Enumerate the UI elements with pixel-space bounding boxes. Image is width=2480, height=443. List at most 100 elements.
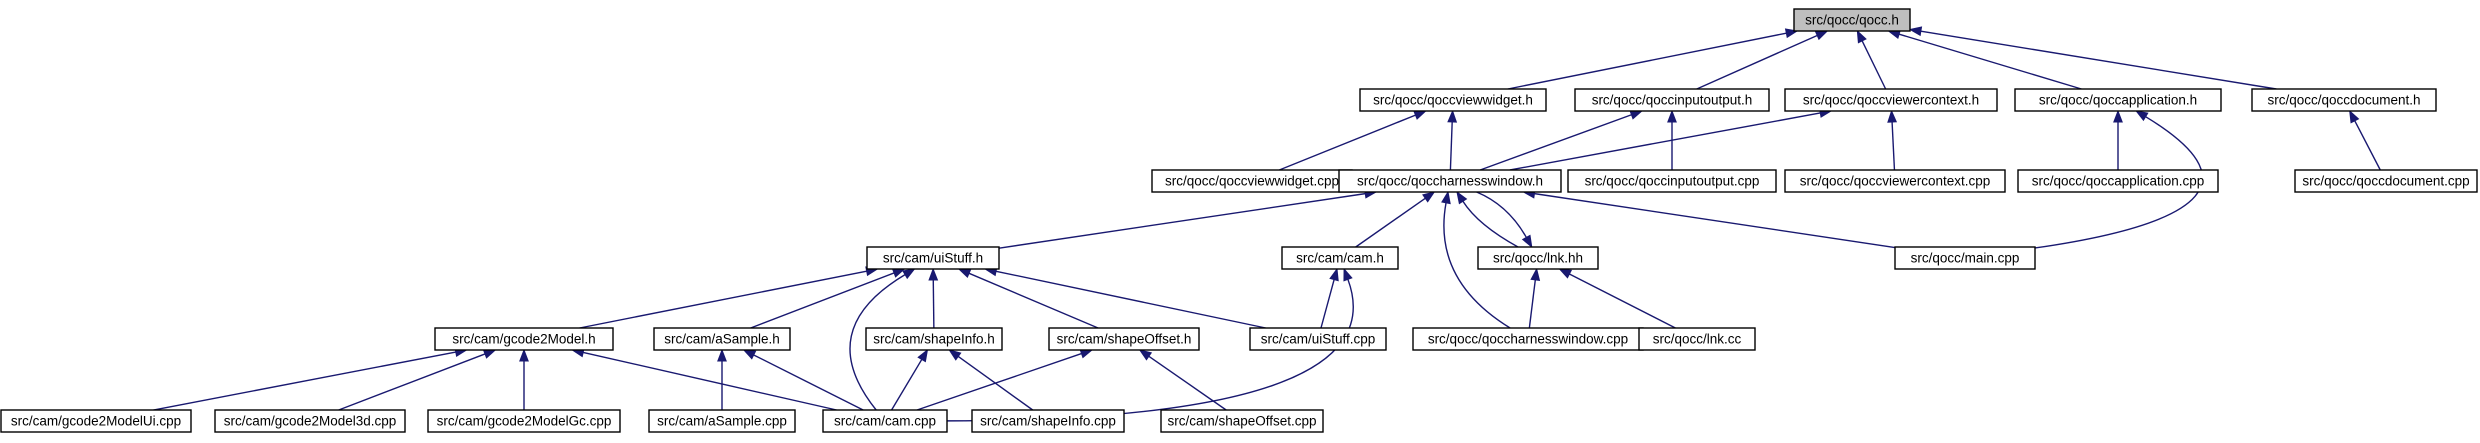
- node-box[interactable]: [2251, 88, 2437, 112]
- node-harness-h[interactable]: src/qocc/qoccharnesswindow.h: [1338, 169, 1562, 193]
- node-application-cpp[interactable]: src/qocc/qoccapplication.cpp: [2017, 169, 2219, 193]
- edge-inputoutput_cpp-to-inputoutput_h: [1667, 109, 1677, 170]
- edge-gcode2modelgc_cpp-to-gcode2model_h: [519, 348, 529, 410]
- node-label: src/cam/gcode2Model.h: [452, 332, 595, 347]
- arrowhead-icon: [482, 349, 497, 359]
- node-label: src/qocc/qoccviewercontext.cpp: [1800, 174, 1991, 189]
- node-lnk-cc[interactable]: src/qocc/lnk.cc: [1638, 327, 1756, 351]
- node-box[interactable]: [648, 409, 796, 433]
- arrowhead-icon: [1413, 110, 1428, 120]
- node-box[interactable]: [434, 327, 614, 351]
- edge-lnk_cc-to-lnk_hh: [1558, 268, 1676, 329]
- node-gcode2model-h[interactable]: src/cam/gcode2Model.h: [434, 327, 614, 351]
- node-application-h[interactable]: src/qocc/qoccapplication.h: [2014, 88, 2222, 112]
- node-cam-h[interactable]: src/cam/cam.h: [1281, 246, 1399, 270]
- node-label: src/qocc/qoccdocument.cpp: [2302, 174, 2469, 189]
- node-box[interactable]: [865, 327, 1003, 351]
- node-label: src/cam/uiStuff.h: [883, 251, 983, 266]
- edge-line: [932, 279, 935, 329]
- node-qocc-h[interactable]: src/qocc/qocc.h: [1793, 8, 1911, 32]
- node-inputoutput-cpp[interactable]: src/qocc/qoccinputoutput.cpp: [1567, 169, 1777, 193]
- node-box[interactable]: [1477, 246, 1599, 270]
- node-gcode2model3d-cpp[interactable]: src/cam/gcode2Model3d.cpp: [214, 409, 406, 433]
- node-label: src/cam/shapeInfo.h: [873, 332, 995, 347]
- node-asample-h[interactable]: src/cam/aSample.h: [653, 327, 791, 351]
- edge-main_cpp-to-harness_h: [1522, 188, 1896, 249]
- edge-line: [1569, 273, 1676, 329]
- edge-harness_cpp-to-harness_h: [1441, 190, 1511, 329]
- node-shapeinfo-cpp[interactable]: src/cam/shapeInfo.cpp: [971, 409, 1125, 433]
- node-box[interactable]: [1784, 88, 1998, 112]
- arrowhead-icon: [1521, 234, 1533, 249]
- node-lnk-hh[interactable]: src/qocc/lnk.hh: [1477, 246, 1599, 270]
- node-box[interactable]: [1894, 246, 2036, 270]
- node-box[interactable]: [0, 409, 192, 433]
- edge-shapeinfo_cpp-to-shapeinfo_h: [948, 349, 1034, 411]
- node-box[interactable]: [866, 246, 1000, 270]
- node-box[interactable]: [1338, 169, 1562, 193]
- node-box[interactable]: [427, 409, 621, 433]
- node-box[interactable]: [1048, 327, 1200, 351]
- node-label: src/cam/gcode2ModelUi.cpp: [11, 414, 181, 429]
- node-shapeoffset-cpp[interactable]: src/cam/shapeOffset.cpp: [1160, 409, 1324, 433]
- edge-harness_h-to-lnk_hh: [1476, 191, 1533, 249]
- node-box[interactable]: [653, 327, 791, 351]
- arrowhead-icon: [1441, 190, 1451, 205]
- node-cam-cpp[interactable]: src/cam/cam.cpp: [822, 409, 948, 433]
- node-box[interactable]: [971, 409, 1125, 433]
- node-asample-cpp[interactable]: src/cam/aSample.cpp: [648, 409, 796, 433]
- edge-line: [1696, 34, 1818, 90]
- node-label: src/qocc/qocc.h: [1805, 13, 1899, 28]
- node-uistuff-h[interactable]: src/cam/uiStuff.h: [866, 246, 1000, 270]
- node-label: src/qocc/main.cpp: [1911, 251, 2020, 266]
- node-box[interactable]: [1638, 327, 1756, 351]
- edge-line: [1355, 197, 1426, 248]
- node-box[interactable]: [822, 409, 948, 433]
- node-label: src/cam/shapeInfo.cpp: [980, 414, 1116, 429]
- node-box[interactable]: [1793, 8, 1911, 32]
- edge-shapeinfo_h-to-uistuff_h: [928, 267, 939, 329]
- node-box[interactable]: [1574, 88, 1770, 112]
- node-viewwidget-h[interactable]: src/qocc/qoccviewwidget.h: [1359, 88, 1547, 112]
- edge-line: [1509, 112, 1821, 171]
- edge-line: [916, 352, 1082, 411]
- node-box[interactable]: [1249, 327, 1387, 351]
- arrowhead-icon: [1447, 109, 1458, 123]
- edge-document_cpp-to-document_h: [2349, 109, 2381, 171]
- node-box[interactable]: [1567, 169, 1777, 193]
- node-gcode2modelgc-cpp[interactable]: src/cam/gcode2ModelGc.cpp: [427, 409, 621, 433]
- arrowhead-icon: [1667, 109, 1677, 123]
- edge-cam_cpp-to-asample_h: [742, 349, 864, 411]
- node-viewercontext-cpp[interactable]: src/qocc/qoccviewercontext.cpp: [1784, 169, 2006, 193]
- node-viewwidget-cpp[interactable]: src/qocc/qoccviewwidget.cpp: [1151, 169, 1353, 193]
- node-box[interactable]: [1160, 409, 1324, 433]
- node-inputoutput-h[interactable]: src/qocc/qoccinputoutput.h: [1574, 88, 1770, 112]
- node-box[interactable]: [214, 409, 406, 433]
- node-shapeinfo-h[interactable]: src/cam/shapeInfo.h: [865, 327, 1003, 351]
- node-label: src/cam/gcode2ModelGc.cpp: [437, 414, 612, 429]
- node-uistuff-cpp[interactable]: src/cam/uiStuff.cpp: [1249, 327, 1387, 351]
- node-box[interactable]: [1359, 88, 1547, 112]
- node-box[interactable]: [1281, 246, 1399, 270]
- edge-line: [1891, 121, 1896, 171]
- node-gcode2modelui-cpp[interactable]: src/cam/gcode2ModelUi.cpp: [0, 409, 192, 433]
- arrowhead-icon: [1329, 267, 1339, 282]
- node-shapeoffset-h[interactable]: src/cam/shapeOffset.h: [1048, 327, 1200, 351]
- node-label: src/qocc/lnk.hh: [1493, 251, 1583, 266]
- node-label: src/cam/cam.cpp: [834, 414, 936, 429]
- node-document-h[interactable]: src/qocc/qoccdocument.h: [2251, 88, 2437, 112]
- edge-harness_h-to-viewwidget_h: [1447, 109, 1458, 171]
- edge-viewercontext_cpp-to-viewercontext_h: [1887, 109, 1898, 171]
- arrowhead-icon: [2135, 110, 2149, 122]
- node-box[interactable]: [2294, 169, 2478, 193]
- edge-cam_cpp-to-shapeinfo_h: [890, 348, 929, 411]
- node-viewercontext-h[interactable]: src/qocc/qoccviewercontext.h: [1784, 88, 1998, 112]
- node-box[interactable]: [1784, 169, 2006, 193]
- node-harness-cpp[interactable]: src/qocc/qoccharnesswindow.cpp: [1412, 327, 1644, 351]
- edge-asample_h-to-uistuff_h: [750, 268, 906, 329]
- node-box[interactable]: [2014, 88, 2222, 112]
- node-label: src/qocc/qoccinputoutput.cpp: [1585, 174, 1760, 189]
- node-main-cpp[interactable]: src/qocc/main.cpp: [1894, 246, 2036, 270]
- node-document-cpp[interactable]: src/qocc/qoccdocument.cpp: [2294, 169, 2478, 193]
- node-box[interactable]: [2017, 169, 2219, 193]
